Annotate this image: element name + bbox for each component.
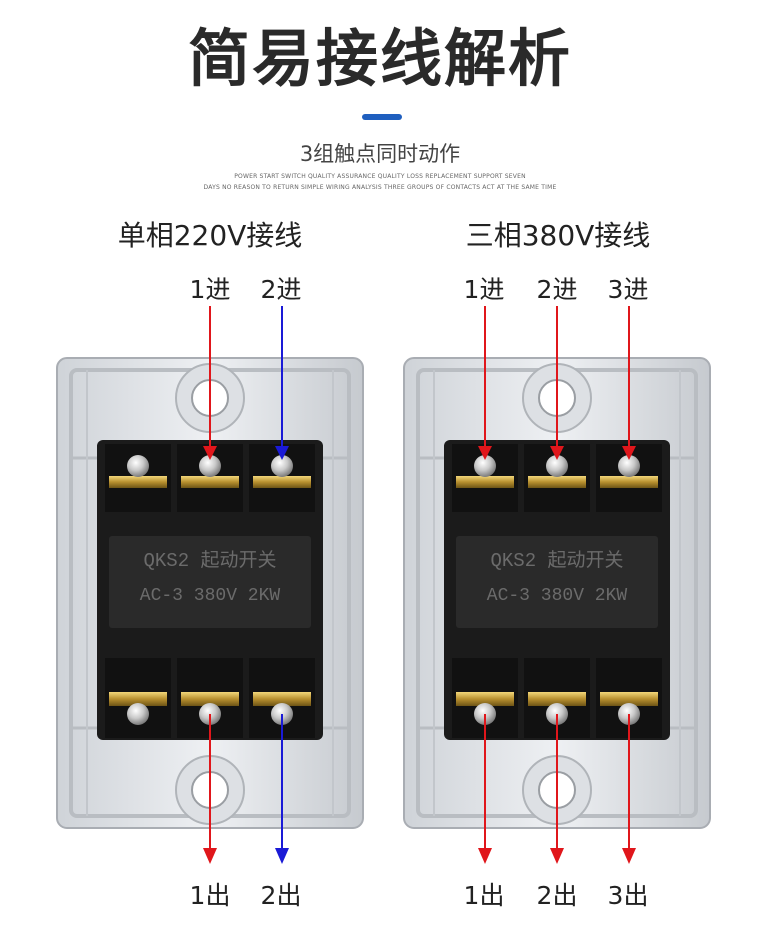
- page-title: 简易接线解析: [187, 22, 572, 95]
- three-phase-title: 三相380V接线: [465, 219, 651, 252]
- three-out-3-arrowhead: [622, 848, 636, 864]
- single-phase-title: 单相220V接线: [117, 219, 303, 252]
- subtitle: 3组触点同时动作: [299, 142, 461, 166]
- fine-print-line-2: DAYS NO REASON TO RETURN SIMPLE WIRING A…: [203, 184, 557, 191]
- single-input-2-label: 2进: [260, 275, 302, 304]
- three-out-2-arrowhead: [550, 848, 564, 864]
- three-switch-label-line2: AC-3 380V 2KW: [487, 586, 628, 606]
- single-input-1-label: 1进: [189, 275, 231, 304]
- three-input-3-label: 3进: [607, 275, 649, 304]
- three-out-1-arrowhead: [478, 848, 492, 864]
- single-out-2-arrowhead: [275, 848, 289, 864]
- three-input-1-label: 1进: [463, 275, 505, 304]
- single-switch-label-line1: QKS2 起动开关: [143, 549, 276, 572]
- single-switch-label-line2: AC-3 380V 2KW: [140, 586, 281, 606]
- three-in-1-arrowhead: [478, 446, 492, 460]
- single-output-2-label: 2出: [260, 881, 302, 910]
- three-output-3-label: 3出: [607, 881, 649, 910]
- three-in-3-arrowhead: [622, 446, 636, 460]
- single-output-1-label: 1出: [189, 881, 231, 910]
- three-input-2-label: 2进: [536, 275, 578, 304]
- single-phase-switch: QKS2 起动开关 AC-3 380V 2KW: [55, 356, 365, 830]
- accent-divider: [362, 114, 402, 120]
- single-in-1-arrowhead: [203, 446, 217, 460]
- three-switch-label-line1: QKS2 起动开关: [490, 549, 623, 572]
- single-out-1-arrowhead: [203, 848, 217, 864]
- three-phase-wires: [478, 306, 636, 864]
- three-phase-switch: QKS2 起动开关 AC-3 380V 2KW: [402, 356, 712, 830]
- three-output-1-label: 1出: [463, 881, 505, 910]
- three-output-2-label: 2出: [536, 881, 578, 910]
- single-in-2-arrowhead: [275, 446, 289, 460]
- single-phase-wires: [203, 306, 289, 864]
- three-in-2-arrowhead: [550, 446, 564, 460]
- fine-print-line-1: POWER START SWITCH QUALITY ASSURANCE QUA…: [234, 173, 526, 180]
